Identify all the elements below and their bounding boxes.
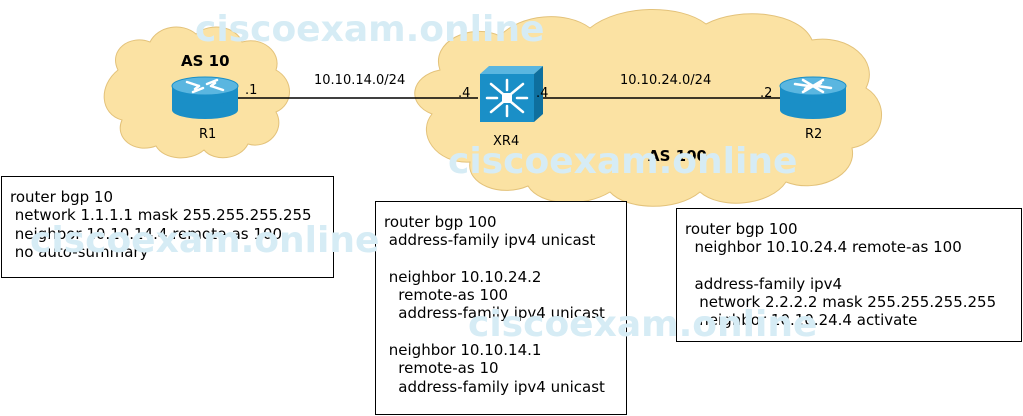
config-line: neighbor 10.10.14.1 <box>384 341 542 360</box>
config-line: remote-as 10 <box>384 359 499 378</box>
link2-right-interface: .2 <box>760 86 772 101</box>
link2-subnet-label: 10.10.24.0/24 <box>620 73 711 88</box>
config-line <box>384 250 620 268</box>
r2-config-box: router bgp 100 neighbor 10.10.24.4 remot… <box>676 208 1022 342</box>
config-line: no auto-summary <box>10 242 149 261</box>
r2-router-icon[interactable] <box>779 76 847 119</box>
link2-left-interface: .4 <box>536 86 548 101</box>
as100-cloud <box>414 9 882 207</box>
config-line: network 2.2.2.2 mask 255.255.255.255 <box>685 293 997 312</box>
router-name-r2: R2 <box>805 127 822 142</box>
config-line: network 1.1.1.1 mask 255.255.255.255 <box>10 206 312 225</box>
config-line: router bgp 10 <box>10 188 113 206</box>
config-line: address-family ipv4 unicast <box>384 377 605 396</box>
router-name-r1: R1 <box>199 127 216 142</box>
config-line <box>384 323 620 341</box>
config-line: neighbor 10.10.24.4 remote-as 100 <box>685 238 962 257</box>
xr4-switch-router-icon[interactable] <box>480 66 543 122</box>
config-line: router bgp 100 <box>685 220 798 238</box>
link1-left-interface: .1 <box>245 83 257 98</box>
router-name-xr4: XR4 <box>493 134 519 149</box>
link1-right-interface: .4 <box>458 86 470 101</box>
config-line: neighbor 10.10.14.4 remote-as 100 <box>10 224 282 243</box>
config-line: address-family ipv4 unicast <box>384 304 605 323</box>
config-line: neighbor 10.10.24.2 <box>384 267 542 286</box>
link1-subnet-label: 10.10.14.0/24 <box>314 73 405 88</box>
config-line: address-family ipv4 unicast <box>384 231 596 250</box>
r1-router-icon[interactable] <box>171 76 239 119</box>
config-line: remote-as 100 <box>384 286 509 305</box>
as10-label: AS 10 <box>181 52 230 70</box>
config-line: address-family ipv4 <box>685 274 843 293</box>
config-line <box>685 257 1015 275</box>
r1-config-box: router bgp 10 network 1.1.1.1 mask 255.2… <box>1 176 334 278</box>
config-line: router bgp 100 <box>384 213 497 231</box>
xr4-config-box: router bgp 100 address-family ipv4 unica… <box>375 201 627 415</box>
as100-label: AS 100 <box>648 147 707 165</box>
config-line: neighbor 10.10.24.4 activate <box>685 311 918 330</box>
